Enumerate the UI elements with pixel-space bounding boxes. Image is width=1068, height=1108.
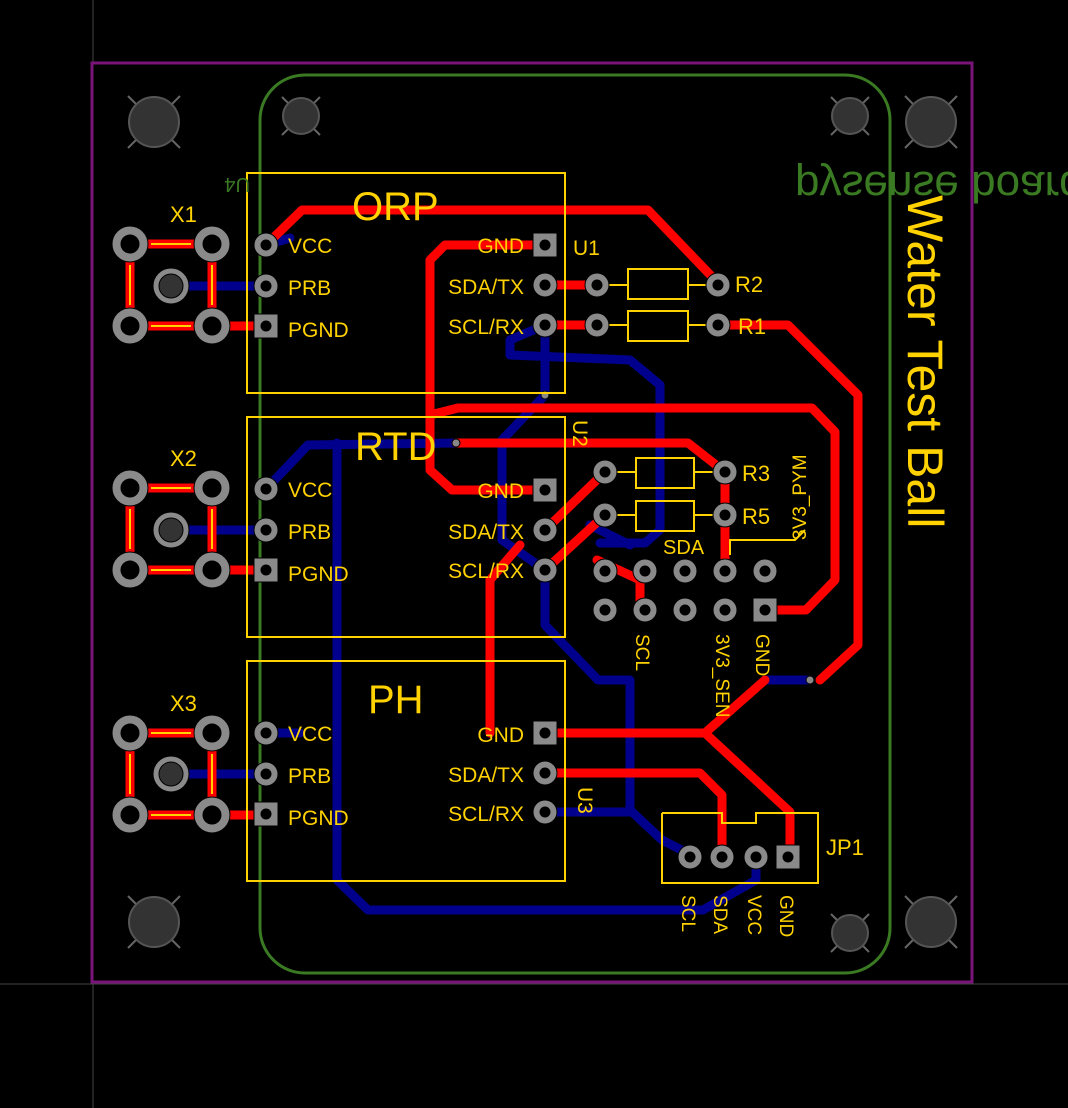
mount-hole-top-left: [127, 95, 181, 149]
u3-outline: [246, 660, 566, 882]
rtd-label: RTD: [355, 425, 436, 469]
pysense-board-text: pysense board: [795, 162, 1068, 211]
header-scl-label: SCL: [631, 634, 652, 671]
r5-body: [635, 500, 695, 532]
u2-pin-gnd: GND: [477, 480, 524, 503]
u2-pin-sda: SDA/TX: [448, 521, 524, 544]
pysense-hole-1: [281, 96, 321, 136]
jp1-label: JP1: [826, 835, 864, 860]
pysense-hole-2: [830, 96, 870, 136]
u1-pin-prb: PRB: [288, 277, 331, 300]
u2-pin-vcc: VCC: [288, 479, 332, 502]
r1-body: [627, 310, 689, 342]
header-3v3-sen-label: 3V3_SEN: [711, 634, 732, 717]
u1-pin-gnd: GND: [477, 235, 524, 258]
mount-hole-bottom-left: [127, 895, 181, 949]
u3-pin-pgnd: PGND: [288, 807, 349, 830]
pysense-hole-3: [830, 913, 870, 953]
mount-hole-bottom-right: [904, 895, 958, 949]
u3-pin-sda: SDA/TX: [448, 764, 524, 787]
header-3v3-pym-label: 3V3_PYM: [790, 454, 811, 540]
u2-outline: [246, 416, 566, 638]
jp1-pin-scl: SCL: [677, 895, 698, 932]
header-gnd-label: GND: [751, 634, 772, 676]
u1-pin-pgnd: PGND: [288, 319, 349, 342]
r3-label: R3: [742, 461, 770, 486]
x3-label: X3: [170, 691, 197, 716]
mounting-holes: [127, 95, 958, 953]
silkscreen-text: pysense board U4 Water Test Ball alexusm…: [170, 162, 1068, 937]
u3-pin-vcc: VCC: [288, 723, 332, 746]
header-sda-label: SDA: [663, 537, 705, 559]
ph-label: PH: [368, 678, 424, 722]
u2-ref: U2: [568, 420, 591, 447]
jp1-pin-gnd: GND: [775, 895, 796, 937]
pads: [111, 225, 801, 870]
u2-pin-prb: PRB: [288, 521, 331, 544]
u4-ref: U4: [224, 173, 250, 195]
u1-outline: [246, 172, 566, 394]
x2-label: X2: [170, 446, 197, 471]
u2-pin-pgnd: PGND: [288, 563, 349, 586]
jp1-pin-vcc: VCC: [743, 895, 764, 935]
r2-body: [627, 268, 689, 300]
u3-pin-prb: PRB: [288, 765, 331, 788]
silkscreen-outlines: [129, 172, 819, 884]
x1-label: X1: [170, 202, 197, 227]
u3-pin-gnd: GND: [477, 724, 524, 747]
r5-label: R5: [742, 504, 770, 529]
board-outline: [90, 61, 974, 984]
jp1-outline: [661, 812, 819, 884]
u1-ref: U1: [573, 237, 600, 260]
u2-pin-scl: SCL/RX: [448, 560, 524, 583]
jp1-pin-sda: SDA: [709, 895, 730, 934]
orp-label: ORP: [352, 185, 439, 229]
r1-label: R1: [738, 314, 766, 339]
board-title: Water Test Ball: [897, 195, 953, 528]
u3-ref: U3: [573, 787, 596, 814]
u3-pin-scl: SCL/RX: [448, 803, 524, 826]
r3-body: [635, 457, 695, 489]
u1-pin-scl: SCL/RX: [448, 316, 524, 339]
r2-label: R2: [735, 272, 763, 297]
u1-pin-vcc: VCC: [288, 235, 332, 258]
u1-pin-sda: SDA/TX: [448, 276, 524, 299]
mount-hole-top-right: [904, 95, 958, 149]
